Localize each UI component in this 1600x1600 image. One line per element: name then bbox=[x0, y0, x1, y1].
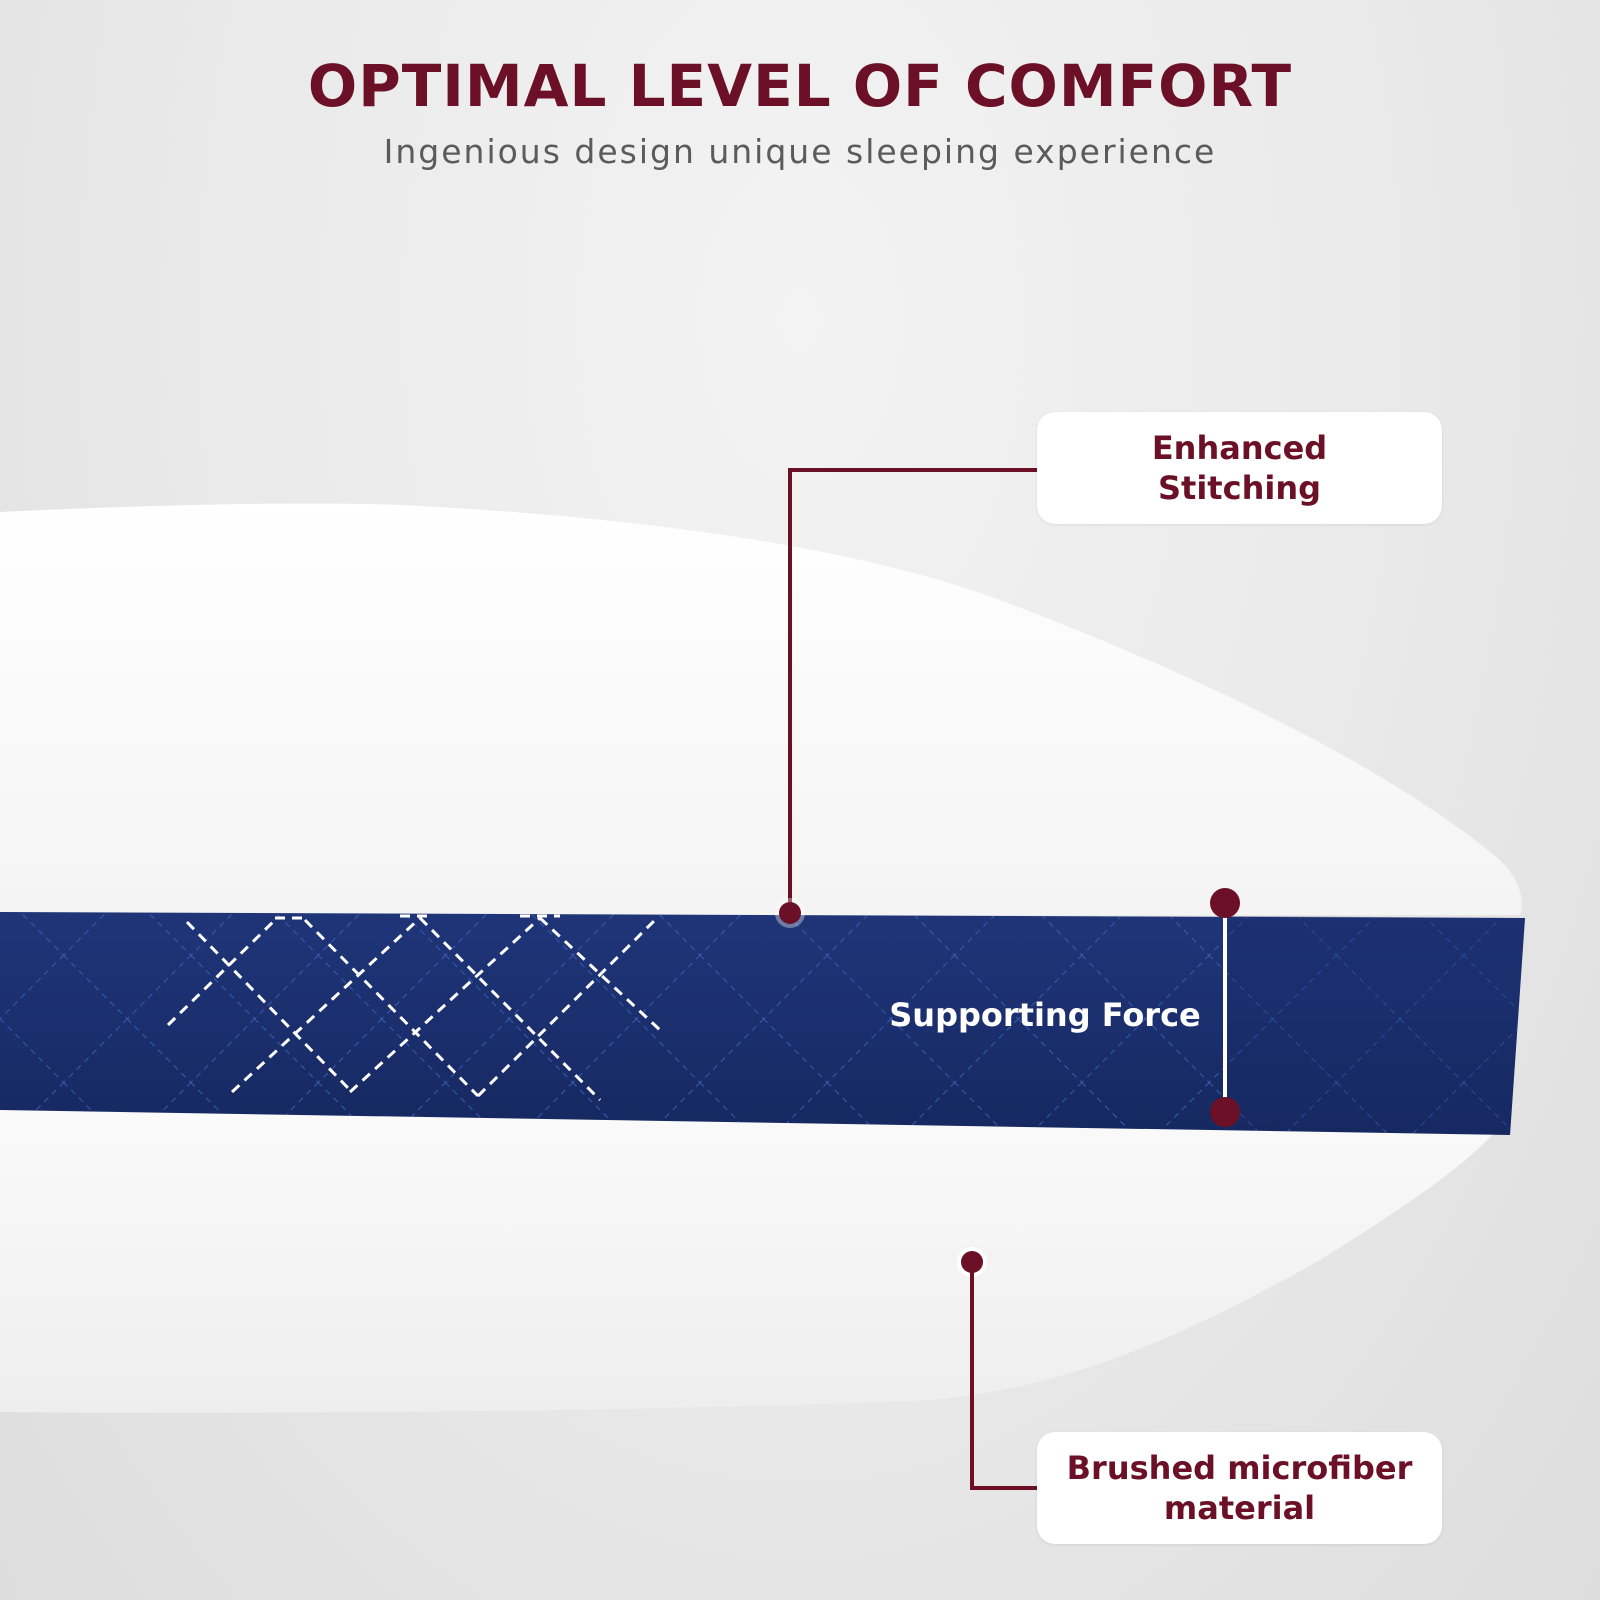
gusset-band bbox=[0, 912, 1525, 1135]
stitching-leader-line bbox=[775, 468, 1037, 928]
callout-line: Stitching bbox=[1157, 469, 1321, 507]
callout-line: Brushed microfiber bbox=[1066, 1449, 1413, 1487]
callout-line: material bbox=[1163, 1489, 1316, 1527]
callout-line: Enhanced bbox=[1151, 429, 1328, 467]
support-height-marker bbox=[1210, 888, 1240, 1127]
enhanced-stitching-callout: Enhanced Stitching bbox=[1037, 412, 1442, 524]
material-leader-line bbox=[957, 1247, 1037, 1490]
page-title: OPTIMAL LEVEL OF COMFORT bbox=[307, 52, 1293, 120]
pillow-bottom-surface bbox=[0, 1108, 1495, 1413]
microfiber-material-callout: Brushed microfiber material bbox=[1037, 1432, 1442, 1544]
stitching-highlight bbox=[166, 914, 662, 1102]
supporting-force-label: Supporting Force bbox=[889, 996, 1201, 1034]
pillow-top-surface bbox=[0, 503, 1522, 915]
page-subtitle: Ingenious design unique sleeping experie… bbox=[383, 132, 1217, 171]
